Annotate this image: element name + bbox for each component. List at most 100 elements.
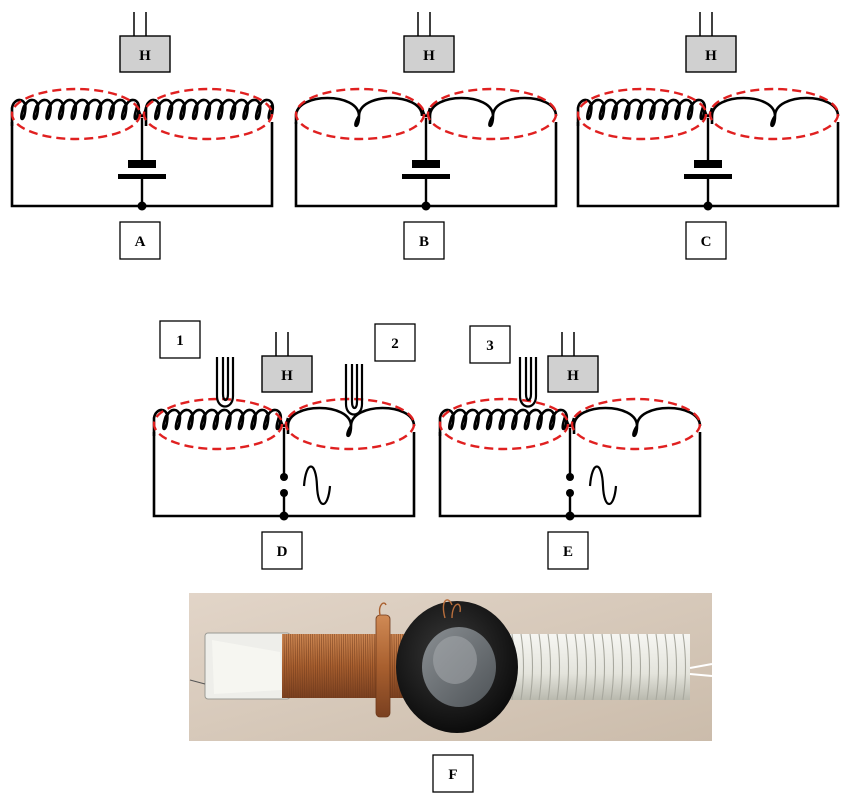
battery-positive-plate — [684, 174, 732, 179]
ac-source-icon — [566, 465, 618, 506]
white-turn — [619, 633, 624, 701]
sensor-label: H — [423, 48, 435, 64]
label-box — [119, 221, 161, 260]
label-box — [403, 221, 445, 260]
left-coil — [152, 408, 282, 436]
white-turn — [520, 633, 525, 701]
circuit-panel-C: HC — [576, 12, 840, 260]
field-loop-right — [142, 87, 274, 141]
sensor-body — [119, 35, 171, 73]
probe-label-3: 3 — [469, 325, 511, 364]
white-turn — [637, 633, 642, 701]
sensor-body — [685, 35, 737, 73]
copper-turn — [329, 633, 332, 699]
white-turn — [610, 633, 615, 701]
white-turn — [565, 633, 570, 701]
field-loop-left — [576, 87, 708, 141]
label-text: B — [419, 234, 429, 250]
copper-turn — [338, 633, 341, 699]
copper-turn — [391, 633, 394, 699]
pickup-inner — [221, 357, 230, 402]
probe-label-1: 1 — [159, 320, 201, 359]
white-turn — [529, 633, 534, 701]
junction-dot — [137, 201, 147, 211]
copper-turn — [307, 633, 310, 699]
copper-turn — [312, 633, 314, 699]
hall-sensor-icon: H — [685, 12, 737, 73]
white-turn — [646, 633, 651, 701]
battery-negative-plate — [412, 160, 440, 168]
copper-turn — [285, 633, 288, 699]
label-box — [261, 531, 303, 570]
copper-turn — [310, 633, 312, 699]
white-turn — [556, 633, 561, 701]
sensor-label: H — [705, 48, 717, 64]
circuit-panel-D: HD — [152, 332, 416, 570]
copper-turn — [323, 633, 325, 699]
left-coil — [294, 96, 424, 128]
left-coil — [438, 408, 568, 436]
pickup-inner — [524, 357, 533, 402]
hall-sensor-icon: H — [261, 332, 313, 393]
sensor-body — [403, 35, 455, 73]
right-coil — [428, 96, 558, 128]
copper-turn — [314, 633, 317, 699]
right-coil — [572, 406, 702, 438]
hall-sensor-icon: H — [403, 12, 455, 73]
panel-label-text: F — [448, 767, 457, 783]
junction-dot — [565, 511, 575, 521]
white-turn — [655, 633, 660, 701]
copper-turn — [365, 633, 367, 699]
pickup-coil-icon — [518, 357, 538, 408]
copper-turn — [393, 633, 396, 699]
battery-positive-plate — [118, 174, 166, 179]
copper-turn — [334, 633, 336, 699]
copper-turn — [318, 633, 321, 699]
right-coil — [144, 98, 274, 126]
white-turn — [664, 633, 669, 701]
copper-turn — [351, 633, 354, 699]
sensor-label: H — [139, 48, 151, 64]
pickup-coil-icon — [344, 364, 364, 416]
pickup-outer — [215, 357, 235, 408]
copper-turn — [288, 633, 290, 699]
copper-turn — [294, 633, 297, 699]
field-loop-right — [570, 397, 702, 451]
label-box — [685, 221, 727, 260]
white-turn — [574, 633, 579, 701]
battery-negative-plate — [694, 160, 722, 168]
copper-turn — [325, 633, 328, 699]
panel-label-E: E — [547, 531, 589, 570]
sensor-label: H — [281, 368, 293, 384]
copper-turn — [362, 633, 365, 699]
copper-turn — [373, 633, 376, 699]
label-text: D — [277, 544, 288, 560]
panel-label-F: F — [432, 754, 474, 793]
copper-turn — [336, 633, 339, 699]
junction-dot — [279, 511, 289, 521]
copper-turn — [301, 633, 303, 699]
copper-turn — [360, 633, 363, 699]
label-text: E — [563, 544, 573, 560]
copper-turn — [356, 633, 358, 699]
copper-turn — [340, 633, 343, 699]
battery-icon — [118, 160, 166, 179]
ac-source-icon — [280, 465, 332, 506]
panel-label-D: D — [261, 531, 303, 570]
label-text: A — [135, 234, 146, 250]
copper-turn — [343, 633, 345, 699]
white-turn — [682, 633, 687, 701]
panel-label-B: B — [403, 221, 445, 260]
battery-icon — [402, 160, 450, 179]
copper-turn — [358, 633, 361, 699]
white-turn — [601, 633, 606, 701]
pickup-outer — [518, 357, 538, 408]
circuit-panel-E: HE — [438, 332, 702, 570]
panel-label-C: C — [685, 221, 727, 260]
battery-icon — [684, 160, 732, 179]
circuit-panel-B: HB — [294, 12, 558, 260]
field-loop-left — [438, 397, 570, 451]
copper-turn — [305, 633, 308, 699]
